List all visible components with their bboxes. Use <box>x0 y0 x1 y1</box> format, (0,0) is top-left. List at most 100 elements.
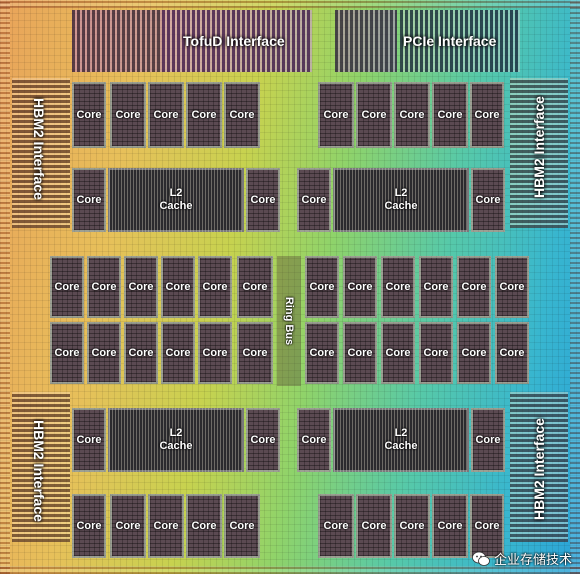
core-label: Core <box>437 519 463 532</box>
core-label: Core <box>347 280 373 293</box>
core: Core <box>237 322 273 384</box>
core: Core <box>419 322 453 384</box>
core-label: Core <box>250 433 276 446</box>
core: Core <box>50 322 84 384</box>
core: Core <box>72 408 106 472</box>
core-label: Core <box>76 433 102 446</box>
core: Core <box>50 256 84 318</box>
core-label: Core <box>474 519 500 532</box>
core-label: Core <box>76 519 102 532</box>
core: Core <box>148 494 184 558</box>
core-label: Core <box>399 108 425 121</box>
core-label: Core <box>76 193 102 206</box>
core: Core <box>343 322 377 384</box>
core-label: Core <box>76 108 102 121</box>
core: Core <box>419 256 453 318</box>
core-label: Core <box>202 280 228 293</box>
core: Core <box>198 322 232 384</box>
core-label: Core <box>461 346 487 359</box>
hbm2-interface-label-top-right: HBM2 Interface <box>531 96 547 198</box>
core: Core <box>198 256 232 318</box>
pad-strip-right <box>570 0 580 574</box>
core: Core <box>318 82 354 148</box>
core: Core <box>381 322 415 384</box>
tofud-phy-left <box>72 10 162 72</box>
core: Core <box>394 82 430 148</box>
core-label: Core <box>361 519 387 532</box>
pad-strip-bottom <box>0 566 580 574</box>
core-label: Core <box>499 280 525 293</box>
core-label: Core <box>474 108 500 121</box>
core: Core <box>432 82 468 148</box>
core-label: Core <box>229 108 255 121</box>
core-label: Core <box>423 346 449 359</box>
core: Core <box>457 322 491 384</box>
core-label: Core <box>153 108 179 121</box>
l2-cache-label: L2 Cache <box>384 427 418 452</box>
pad-strip-top <box>0 0 580 8</box>
core: Core <box>356 494 392 558</box>
core-label: Core <box>461 280 487 293</box>
hbm2-phy-top-right <box>510 78 568 228</box>
hbm2-phy-bottom-right <box>510 392 568 542</box>
core: Core <box>224 82 260 148</box>
l2-cache: L2 Cache <box>108 408 244 472</box>
core: Core <box>470 494 504 558</box>
core: Core <box>148 82 184 148</box>
pcie-phy-left <box>335 10 397 72</box>
core-label: Core <box>191 108 217 121</box>
core-label: Core <box>250 193 276 206</box>
l2-cache: L2 Cache <box>333 168 469 232</box>
core-label: Core <box>242 280 268 293</box>
core-label: Core <box>202 346 228 359</box>
core-label: Core <box>128 280 154 293</box>
core: Core <box>356 82 392 148</box>
core-label: Core <box>423 280 449 293</box>
core-label: Core <box>323 519 349 532</box>
l2-cache-label: L2 Cache <box>159 187 193 212</box>
core: Core <box>124 322 158 384</box>
core-label: Core <box>153 519 179 532</box>
core: Core <box>471 408 505 472</box>
core-label: Core <box>54 280 80 293</box>
core: Core <box>246 408 280 472</box>
ring-bus-label: Ring Bus <box>283 296 295 346</box>
core: Core <box>470 82 504 148</box>
pad-strip-left <box>0 0 10 574</box>
core-label: Core <box>399 519 425 532</box>
core-label: Core <box>165 346 191 359</box>
l2-cache-label: L2 Cache <box>159 427 193 452</box>
core: Core <box>381 256 415 318</box>
core-label: Core <box>385 346 411 359</box>
core: Core <box>394 494 430 558</box>
hbm2-phy-top-left <box>12 78 70 228</box>
core: Core <box>224 494 260 558</box>
core-label: Core <box>475 193 501 206</box>
core-label: Core <box>309 280 335 293</box>
hbm2-interface-label-bottom-left: HBM2 Interface <box>31 420 47 522</box>
core: Core <box>318 494 354 558</box>
hbm2-interface-label-bottom-right: HBM2 Interface <box>531 418 547 520</box>
core: Core <box>161 256 195 318</box>
core-label: Core <box>437 108 463 121</box>
core: Core <box>495 256 529 318</box>
core: Core <box>297 408 331 472</box>
hbm2-interface-label-top-left: HBM2 Interface <box>31 98 47 200</box>
tofud-phy-center <box>162 10 312 72</box>
core-label: Core <box>191 519 217 532</box>
core-label: Core <box>309 346 335 359</box>
core-label: Core <box>91 346 117 359</box>
core: Core <box>246 168 280 232</box>
core-label: Core <box>385 280 411 293</box>
core: Core <box>297 168 331 232</box>
core: Core <box>72 494 106 558</box>
hbm2-phy-bottom-left <box>12 392 70 542</box>
core: Core <box>110 82 146 148</box>
wechat-icon <box>472 551 490 566</box>
l2-cache: L2 Cache <box>108 168 244 232</box>
core-label: Core <box>54 346 80 359</box>
core-label: Core <box>475 433 501 446</box>
core: Core <box>161 322 195 384</box>
core-label: Core <box>115 519 141 532</box>
